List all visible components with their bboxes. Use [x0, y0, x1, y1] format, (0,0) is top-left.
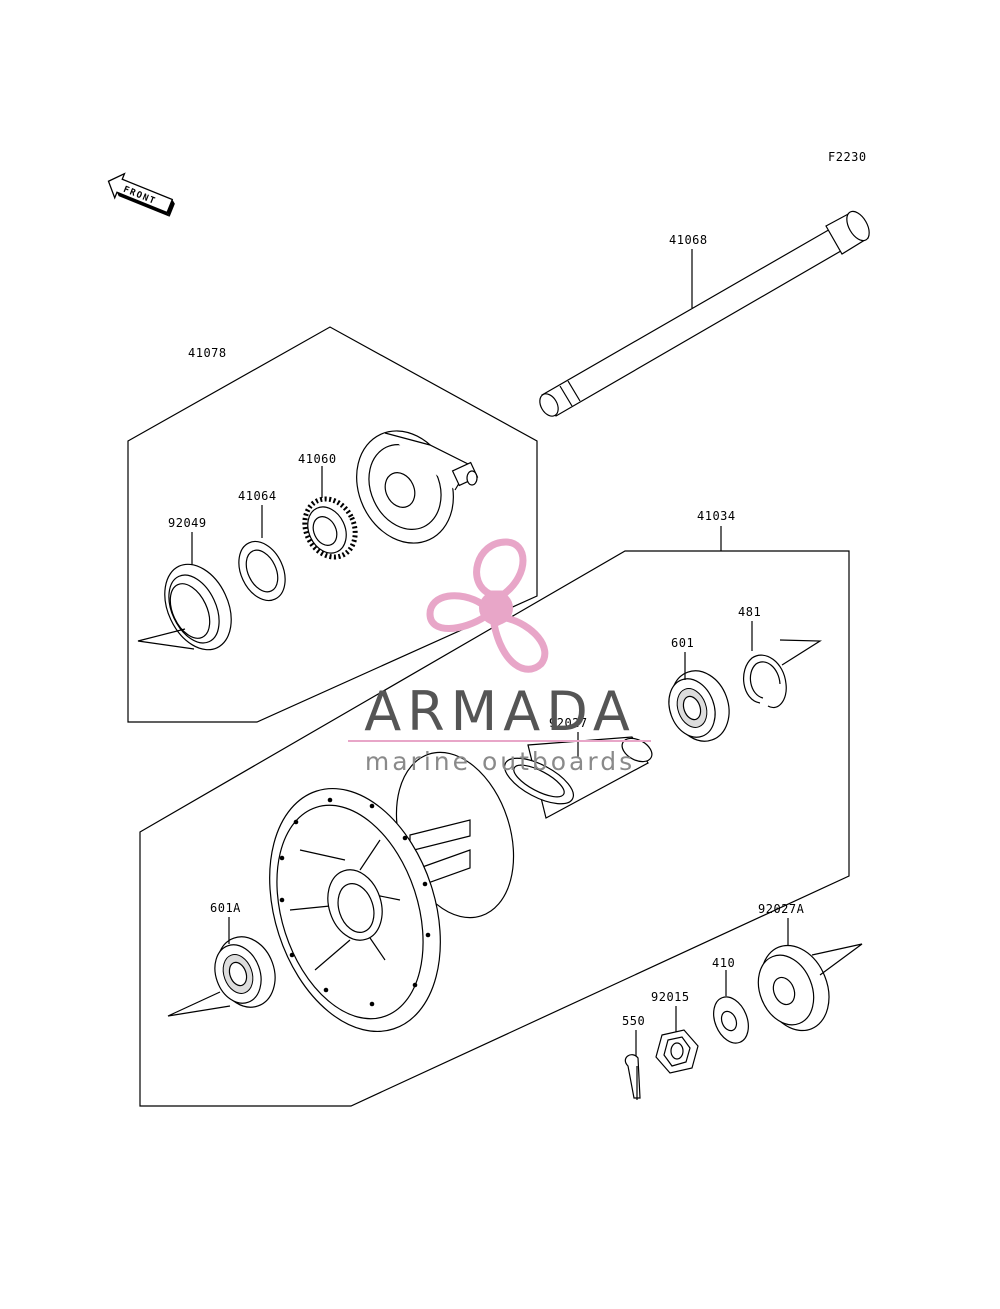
watermark-title: ARMADA	[364, 680, 636, 743]
oil-seal-92049	[164, 563, 232, 651]
bearing-601A	[214, 936, 276, 1008]
washer-410	[713, 996, 749, 1044]
collar-92027A	[757, 944, 830, 1032]
retainer-41064	[238, 540, 286, 602]
nut-92015	[655, 1029, 699, 1074]
part-label-601A: 601A	[210, 901, 241, 915]
part-label-92049: 92049	[168, 516, 207, 530]
part-label-41060: 41060	[298, 452, 337, 466]
front-arrow-icon: FRONT	[107, 172, 175, 217]
axle-41068	[539, 210, 870, 417]
part-label-410: 410	[712, 956, 735, 970]
circlip-481	[743, 654, 787, 709]
part-label-92027: 92027	[549, 716, 588, 730]
part-label-41064: 41064	[238, 489, 277, 503]
cotter-pin-550	[624, 1054, 641, 1100]
figure-code: F2230	[828, 150, 867, 164]
bearing-601	[668, 670, 730, 742]
watermark-subtitle: marine outboards	[365, 747, 635, 776]
wheel-hub	[269, 751, 515, 1033]
part-label-550: 550	[622, 1014, 645, 1028]
spacer-92027	[504, 736, 653, 819]
part-label-41034: 41034	[697, 509, 736, 523]
gear-41060	[302, 496, 358, 560]
watermark: ARMADA marine outboards	[348, 538, 651, 776]
part-label-601: 601	[671, 636, 694, 650]
assembly-outline-41034	[139, 550, 850, 1107]
part-label-92015: 92015	[651, 990, 690, 1004]
gear-housing	[356, 430, 479, 544]
propeller-logo-icon	[426, 538, 549, 673]
part-label-481: 481	[738, 605, 761, 619]
part-label-92027A: 92027A	[758, 902, 805, 916]
assembly-outline-41078	[127, 326, 538, 723]
part-label-41068: 41068	[669, 233, 708, 247]
part-label-41078: 41078	[188, 346, 227, 360]
